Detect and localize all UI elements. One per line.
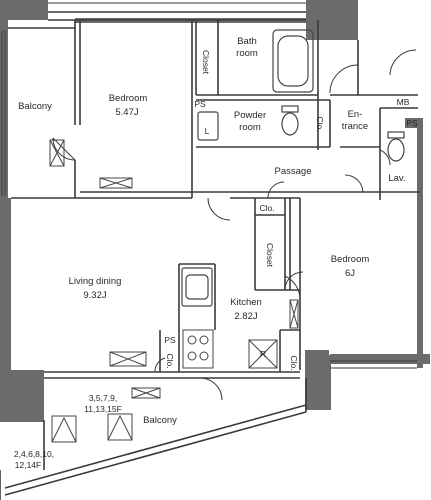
closet-small-bedroom-label: Clo. bbox=[259, 203, 275, 213]
bedroom-2-size: 6J bbox=[344, 268, 356, 279]
refrigerator-label: R bbox=[259, 349, 267, 359]
meter-box-label: MB bbox=[396, 97, 410, 107]
pipe-space-label-kitchen: PS bbox=[164, 335, 176, 345]
fridge-space bbox=[248, 339, 278, 369]
floors-note-1-line2: 11,13,15F bbox=[84, 404, 122, 414]
triangle-markers bbox=[49, 139, 133, 443]
kitchen-clo-label: Clo. bbox=[165, 353, 175, 369]
kitchen-stove bbox=[182, 329, 214, 369]
bathtub bbox=[272, 29, 314, 93]
floors-note-2-line1: 2,4,6,8,10, bbox=[13, 449, 55, 459]
partition-lines bbox=[0, 11, 420, 500]
structural-walls bbox=[0, 0, 430, 422]
lavatory-label: Lav. bbox=[388, 173, 406, 184]
kitchen-size: 2.82J bbox=[234, 311, 258, 322]
laundry-label: L bbox=[204, 126, 210, 136]
door-swings bbox=[52, 49, 417, 401]
balcony-left-label: Balcony bbox=[18, 101, 52, 112]
living-dining-label: Living dining bbox=[68, 276, 122, 287]
floors-note-2-line2: 12,14F bbox=[14, 460, 42, 470]
closet-vertical-label: Closet bbox=[265, 242, 275, 268]
entrance-label: En- trance bbox=[341, 109, 369, 132]
ac-units bbox=[99, 177, 299, 399]
kitchen-sink bbox=[181, 267, 213, 307]
living-dining-size: 9.32J bbox=[83, 290, 107, 301]
laundry-pan bbox=[197, 111, 219, 141]
bathroom-label: Bath room bbox=[236, 36, 258, 59]
powder-room-label: Powder room bbox=[233, 110, 267, 133]
kitchen-label: Kitchen bbox=[230, 297, 262, 308]
bedroom-1-label: Bedroom bbox=[108, 93, 148, 104]
closet-top-label: Closet bbox=[201, 49, 211, 75]
window-lines bbox=[1, 2, 417, 369]
closet-small-entrance-label: Clo. bbox=[315, 116, 325, 132]
toilet-lav bbox=[387, 131, 405, 162]
pipe-space-label-2: PS bbox=[406, 118, 418, 128]
floors-note-1-line1: 3,5,7,9, bbox=[88, 393, 118, 403]
bedroom-2-label: Bedroom bbox=[330, 254, 370, 265]
passage-label: Passage bbox=[274, 166, 312, 177]
bedroom-2-clo-label: Clo. bbox=[289, 355, 299, 371]
toilet-powder bbox=[281, 105, 299, 136]
pipe-space-label-1: PS bbox=[194, 99, 206, 109]
bedroom-1-size: 5.47J bbox=[115, 107, 139, 118]
balcony-bottom-label: Balcony bbox=[143, 415, 177, 426]
